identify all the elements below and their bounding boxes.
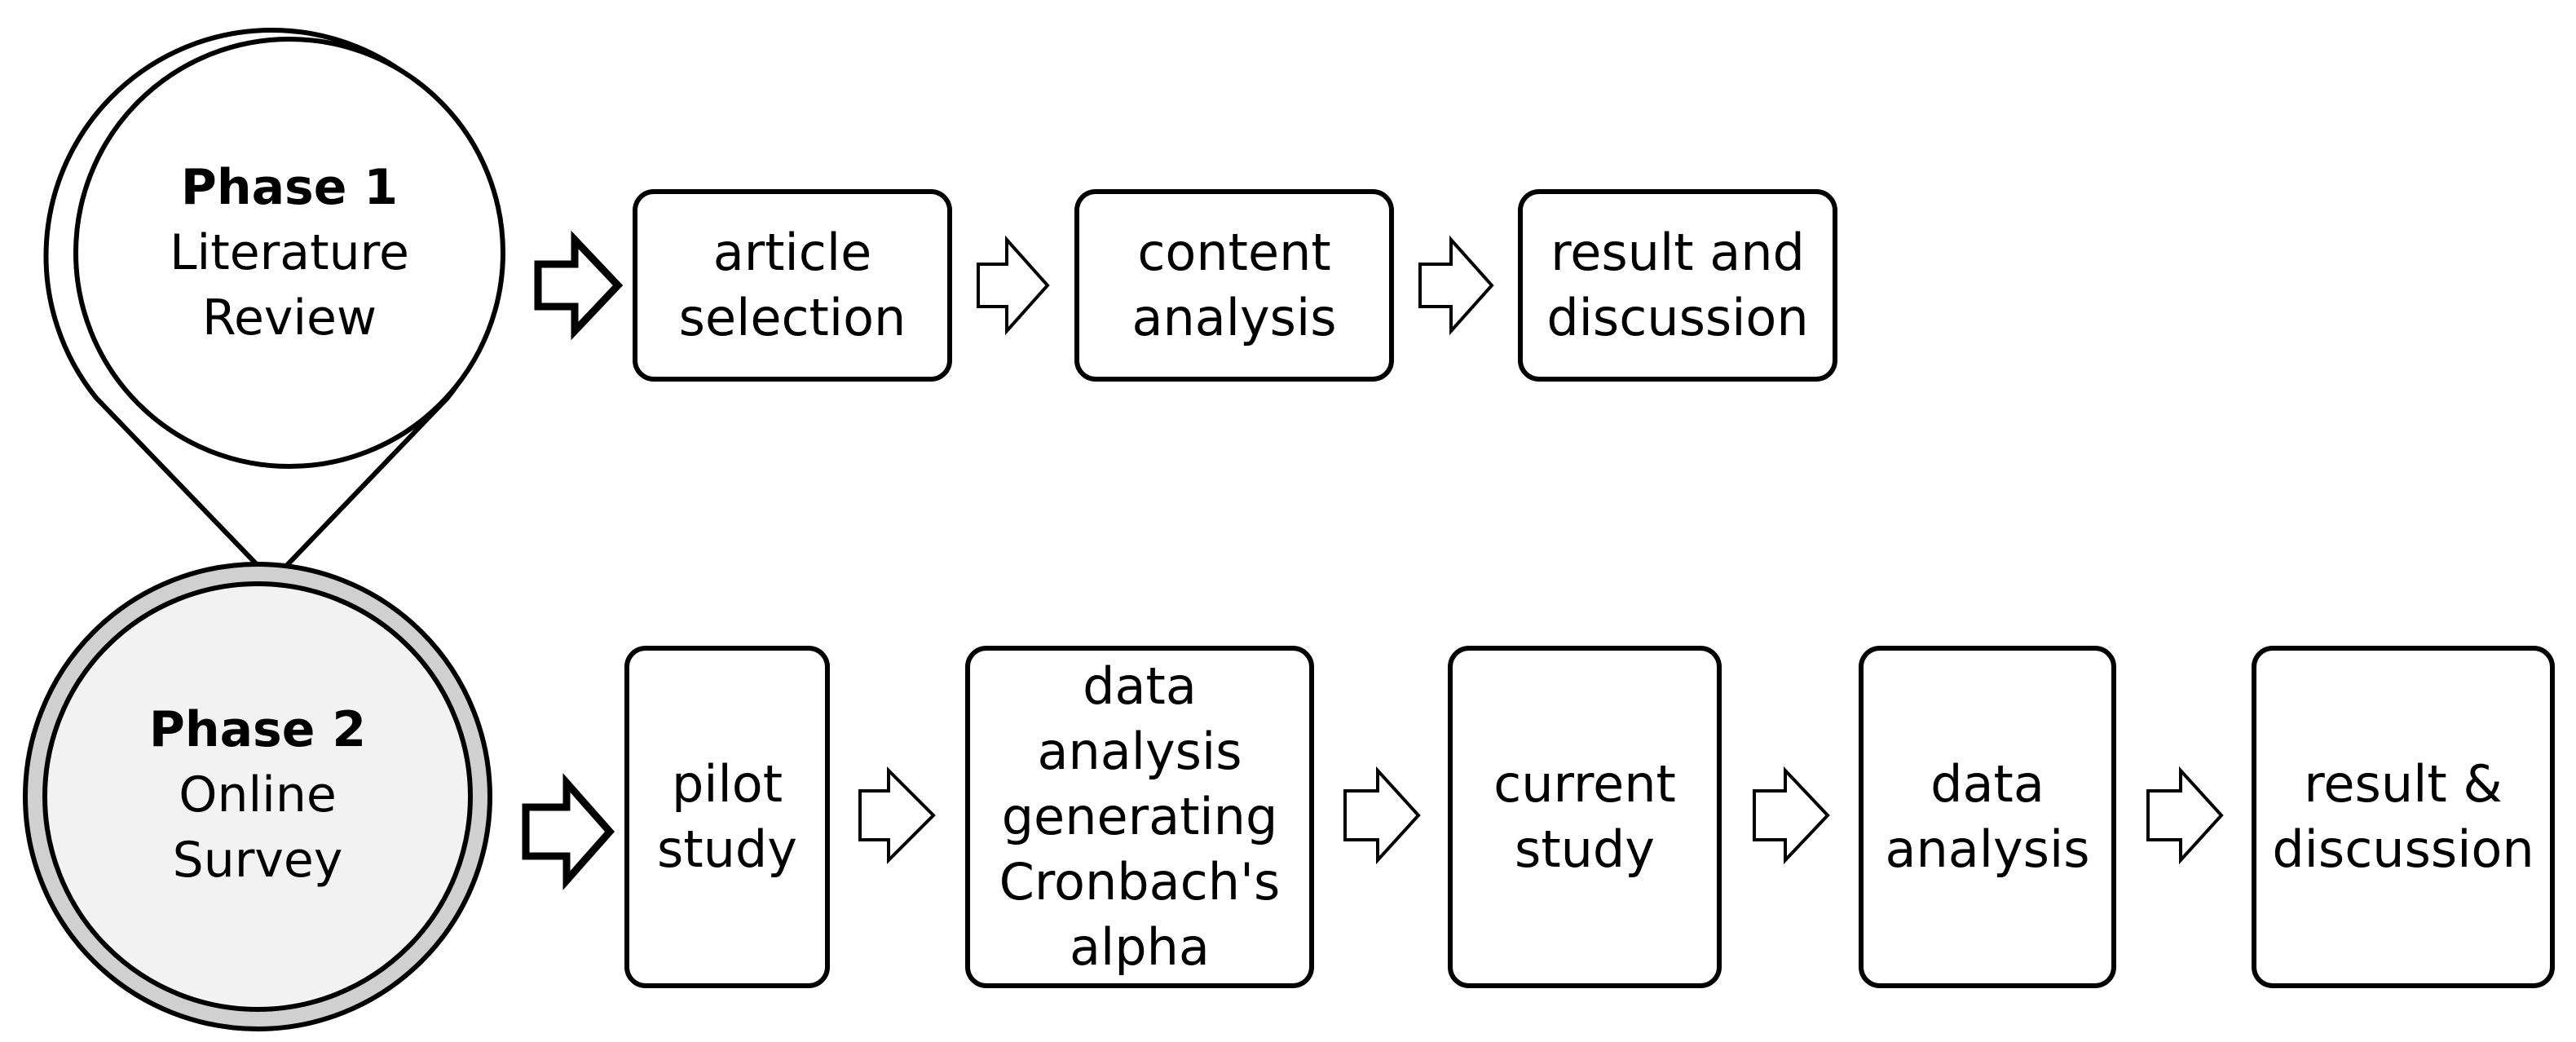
phase1-subtitle: Literature Review: [170, 224, 409, 347]
step-result-and-discussion: result and discussion: [1518, 189, 1837, 382]
step-pilot-study: pilot study: [624, 646, 830, 988]
step-data-analysis-cronbach: data analysis generating Cronbach's alph…: [965, 646, 1314, 988]
arrow-article-to-content: [977, 235, 1050, 336]
arrow-current-to-data-analysis: [1753, 766, 1830, 865]
arrow-data-analysis-to-result: [2146, 766, 2224, 865]
phase2-label: Phase 2 Online Survey: [78, 681, 437, 909]
step-article-selection: article selection: [633, 189, 952, 382]
arrow-data-analysis-to-current: [1343, 766, 1421, 865]
step-current-study: current study: [1448, 646, 1722, 988]
arrow-pilot-to-data-analysis: [858, 766, 936, 864]
phase1-label: Phase 1 Literature Review: [110, 139, 469, 367]
arrow-content-to-result: [1418, 235, 1494, 336]
phase1-callout-shape: [43, 27, 505, 585]
step-content-analysis: content analysis: [1074, 189, 1394, 382]
step-result-discussion: result & discussion: [2252, 646, 2555, 988]
step-data-analysis: data analysis: [1859, 646, 2116, 988]
phase1-title: Phase 1: [180, 159, 399, 216]
phase2-circle-shape: [23, 562, 492, 1031]
arrow-phase1-to-article-selection: [534, 230, 624, 341]
phase2-subtitle: Online Survey: [172, 766, 343, 889]
phase2-title: Phase 2: [148, 701, 367, 758]
arrow-phase2-to-pilot-study: [522, 773, 615, 890]
